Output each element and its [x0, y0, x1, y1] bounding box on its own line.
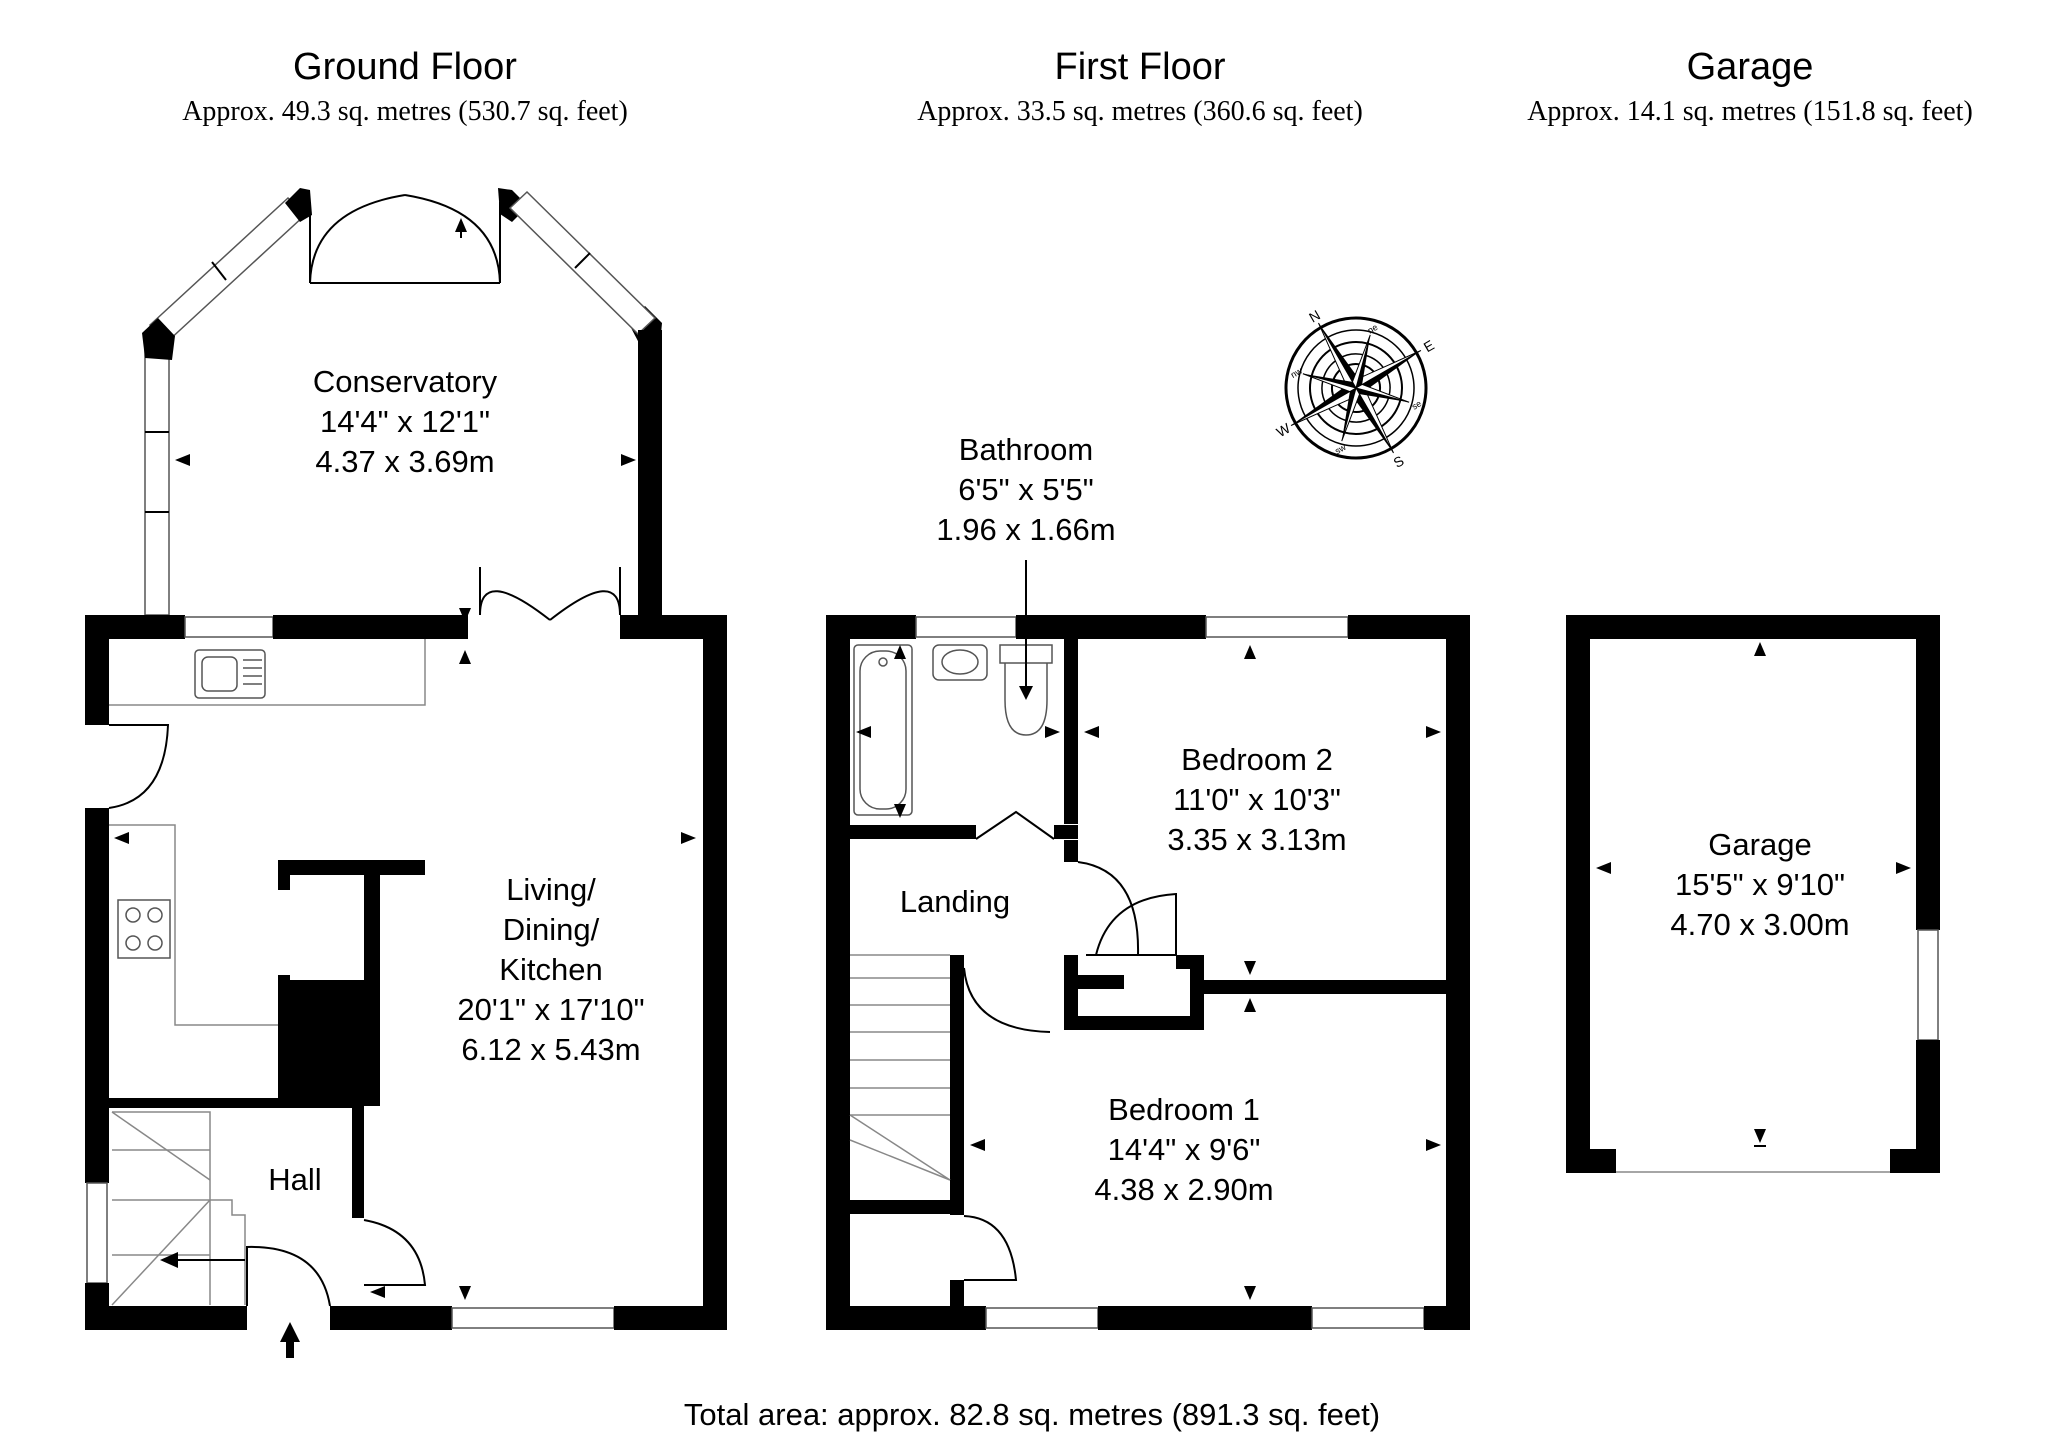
bathroom-name: Bathroom [959, 432, 1093, 467]
living-line2: Dining/ [503, 912, 600, 947]
compass-ne: ne [1366, 322, 1380, 336]
living-label: Living/ Dining/ Kitchen 20'1" x 17'10" 6… [457, 872, 644, 1067]
first-floor-area: Approx. 33.5 sq. metres (360.6 sq. feet) [917, 96, 1363, 127]
first-floor-interior [849, 639, 1446, 1306]
conservatory-metric: 4.37 x 3.69m [315, 444, 494, 479]
conservatory-label: Conservatory 14'4" x 12'1" 4.37 x 3.69m [313, 364, 498, 479]
bedroom1-metric: 4.38 x 2.90m [1094, 1172, 1273, 1207]
bedroom1-imperial: 14'4" x 9'6" [1108, 1132, 1261, 1167]
ground-floor-interior [109, 860, 427, 1307]
bedroom2-name: Bedroom 2 [1181, 742, 1333, 777]
compass-rose-icon: N E S W ne se sw nw [1274, 307, 1437, 471]
compass-s: S [1390, 452, 1406, 471]
hob-icon [117, 899, 171, 959]
first-floor-walls [826, 615, 1470, 1330]
garage-metric: 4.70 x 3.00m [1670, 907, 1849, 942]
conservatory-doors [479, 567, 621, 621]
living-line1: Living/ [506, 872, 596, 907]
conservatory-imperial: 14'4" x 12'1" [320, 404, 490, 439]
bedroom2-metric: 3.35 x 3.13m [1167, 822, 1346, 857]
entrance-arrow-icon [280, 1322, 300, 1358]
ground-floor-area: Approx. 49.3 sq. metres (530.7 sq. feet) [182, 96, 628, 127]
kitchen-units [109, 639, 426, 1026]
first-floor-title: First Floor [1055, 46, 1226, 88]
bathroom-leader-arrow [1019, 686, 1033, 700]
garage-dimension-arrows [1596, 642, 1911, 1147]
first-floor-heading: First Floor Approx. 33.5 sq. metres (360… [917, 46, 1363, 127]
compass-n: N [1306, 307, 1323, 326]
living-imperial: 20'1" x 17'10" [457, 992, 644, 1027]
ground-floor-title: Ground Floor [293, 46, 517, 88]
bedroom2-imperial: 11'0" x 10'3" [1173, 782, 1341, 817]
compass-e: E [1421, 337, 1437, 356]
bedroom2-label: Bedroom 2 11'0" x 10'3" 3.35 x 3.13m [1167, 742, 1346, 857]
bathroom-metric: 1.96 x 1.66m [936, 512, 1115, 547]
sink-icon [194, 649, 266, 699]
compass-w: W [1274, 419, 1294, 440]
ground-floor-walls [85, 615, 727, 1330]
garage-imperial: 15'5" x 9'10" [1675, 867, 1845, 902]
garage-area: Approx. 14.1 sq. metres (151.8 sq. feet) [1527, 96, 1973, 127]
bathroom-label: Bathroom 6'5" x 5'5" 1.96 x 1.66m [936, 432, 1115, 547]
garage-label: Garage 15'5" x 9'10" 4.70 x 3.00m [1670, 827, 1849, 942]
landing-label: Landing [900, 884, 1010, 919]
compass-se: se [1410, 398, 1423, 411]
conservatory-name: Conservatory [313, 364, 498, 399]
garage-title: Garage [1687, 46, 1814, 88]
basin-icon [932, 644, 988, 681]
living-metric: 6.12 x 5.43m [461, 1032, 640, 1067]
bedroom1-name: Bedroom 1 [1108, 1092, 1260, 1127]
total-area: Total area: approx. 82.8 sq. metres (891… [684, 1397, 1380, 1432]
first-floor-dimension-arrows [856, 645, 1441, 1300]
bathroom-imperial: 6'5" x 5'5" [958, 472, 1094, 507]
compass-sw: sw [1333, 442, 1348, 456]
hall-label: Hall [268, 1162, 321, 1197]
conservatory-frame [142, 188, 662, 620]
first-floor-plan: Bathroom 6'5" x 5'5" 1.96 x 1.66m Bedroo… [826, 432, 1470, 1330]
ground-floor-heading: Ground Floor Approx. 49.3 sq. metres (53… [182, 46, 628, 127]
bedroom1-label: Bedroom 1 14'4" x 9'6" 4.38 x 2.90m [1094, 1092, 1273, 1207]
garage-heading: Garage Approx. 14.1 sq. metres (151.8 sq… [1527, 46, 1973, 127]
ground-floor-plan: Conservatory 14'4" x 12'1" 4.37 x 3.69m … [85, 188, 727, 1358]
ground-floor-dimension-arrows [114, 454, 696, 1300]
bath-icon [853, 644, 913, 816]
garage-plan: Garage 15'5" x 9'10" 4.70 x 3.00m [1566, 615, 1940, 1173]
garage-name: Garage [1708, 827, 1811, 862]
living-line3: Kitchen [499, 952, 602, 987]
